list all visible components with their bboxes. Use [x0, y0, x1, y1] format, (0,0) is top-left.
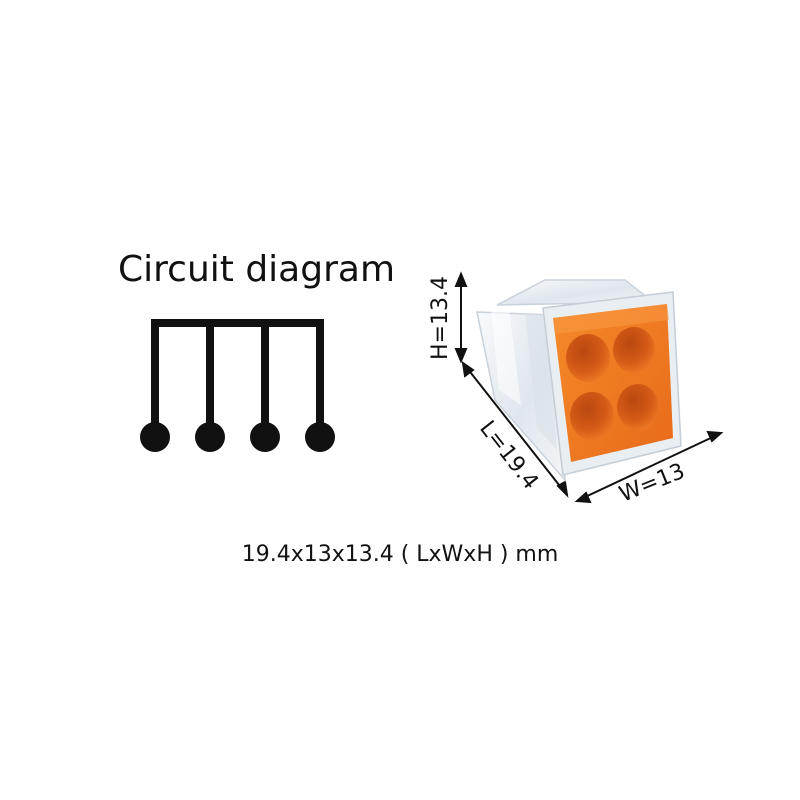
- height-label: H=13.4: [428, 276, 453, 360]
- dimensions-caption: 19.4x13x13.4 ( LxWxH ) mm: [241, 542, 559, 567]
- circuit-bus-bar: [151, 319, 324, 441]
- wire-port-4: [617, 384, 659, 430]
- circuit-terminal-3: [250, 422, 280, 452]
- wire-port-3: [570, 392, 614, 440]
- width-dimension-line: [582, 435, 716, 499]
- circuit-terminal-1: [140, 422, 170, 452]
- length-dimension-line: [466, 367, 564, 491]
- push-wire-connector-4-port-icon: H=13.4 L=19.4 W=13: [428, 271, 724, 508]
- circuit-terminal-4: [305, 422, 335, 452]
- circuit-diagram-title: Circuit diagram: [118, 249, 396, 290]
- circuit-diagram-symbol: [140, 319, 335, 452]
- circuit-terminal-2: [195, 422, 225, 452]
- wire-port-2: [613, 327, 655, 373]
- wire-port-1: [566, 334, 610, 382]
